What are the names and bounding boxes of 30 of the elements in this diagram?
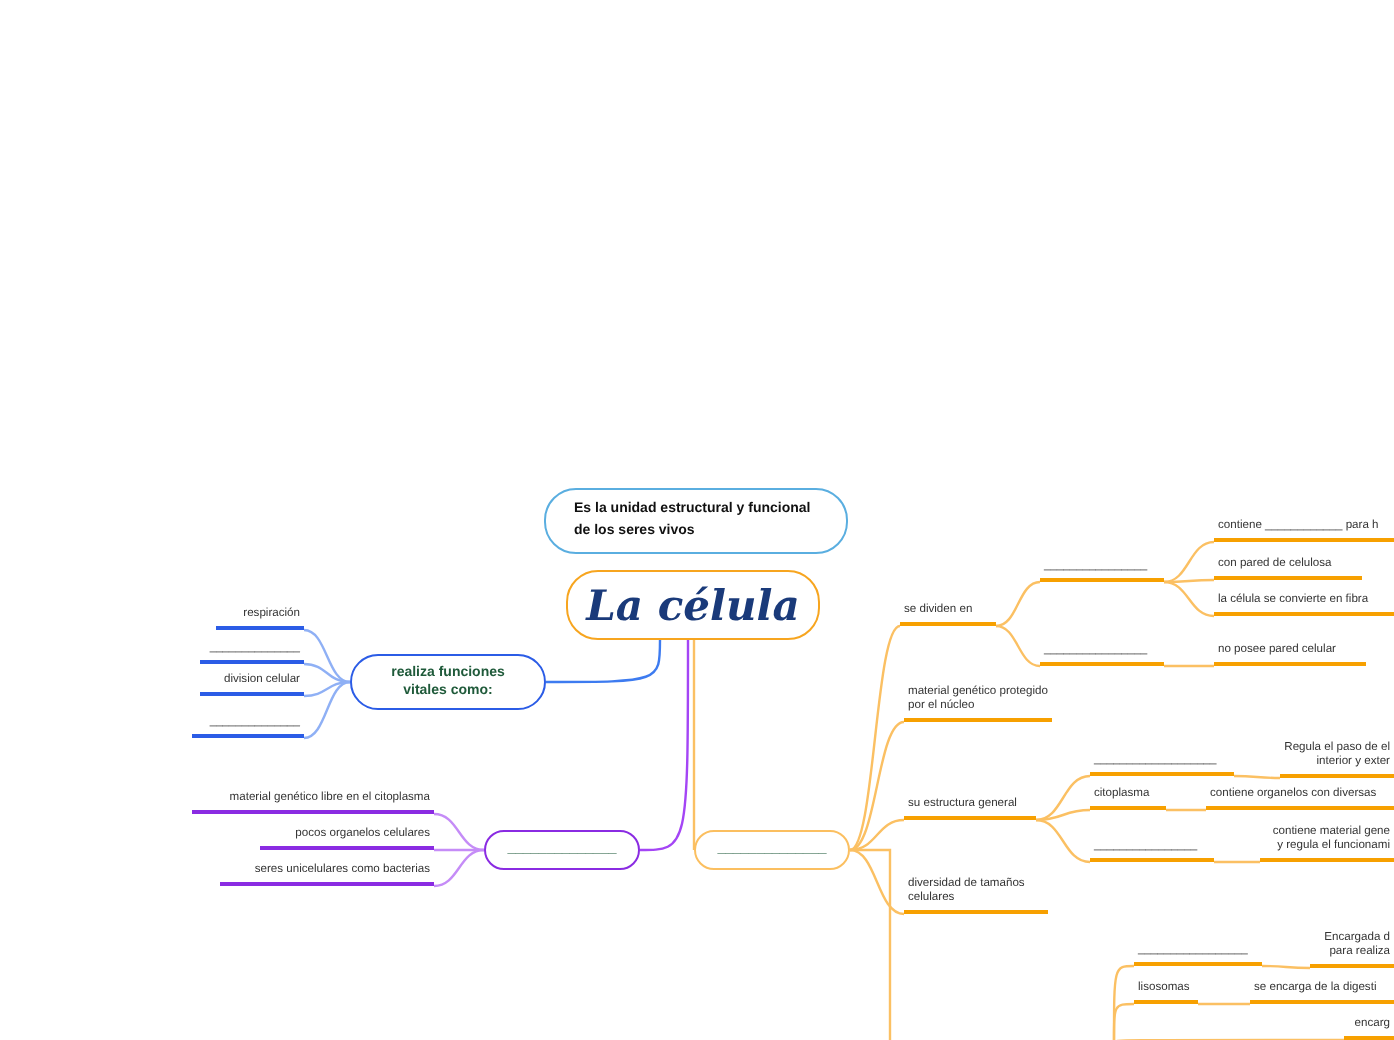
connector bbox=[995, 580, 1041, 628]
connector bbox=[1164, 664, 1214, 668]
connector bbox=[1035, 818, 1091, 864]
connector bbox=[1198, 1002, 1250, 1006]
connector bbox=[303, 628, 351, 684]
connector bbox=[546, 640, 662, 684]
connector bbox=[303, 680, 351, 740]
connector bbox=[1234, 774, 1280, 780]
connector bbox=[433, 812, 485, 852]
connector bbox=[1112, 1002, 1134, 1040]
connector bbox=[849, 818, 905, 852]
connector bbox=[1163, 580, 1215, 618]
connector bbox=[1164, 578, 1214, 584]
topic-box: La célula bbox=[566, 570, 820, 640]
connector bbox=[303, 662, 351, 684]
connector bbox=[692, 640, 696, 850]
connector bbox=[1163, 540, 1215, 584]
connector bbox=[433, 848, 485, 888]
connector bbox=[434, 848, 484, 852]
connector bbox=[1035, 774, 1091, 822]
connector bbox=[1166, 808, 1206, 812]
connector bbox=[850, 848, 892, 1040]
connector bbox=[849, 848, 905, 916]
connector bbox=[849, 720, 905, 852]
connector bbox=[1262, 964, 1310, 970]
connector bbox=[849, 625, 901, 851]
connector bbox=[995, 624, 1041, 668]
connector bbox=[640, 640, 690, 852]
connector bbox=[303, 680, 351, 698]
connector bbox=[1214, 860, 1260, 864]
